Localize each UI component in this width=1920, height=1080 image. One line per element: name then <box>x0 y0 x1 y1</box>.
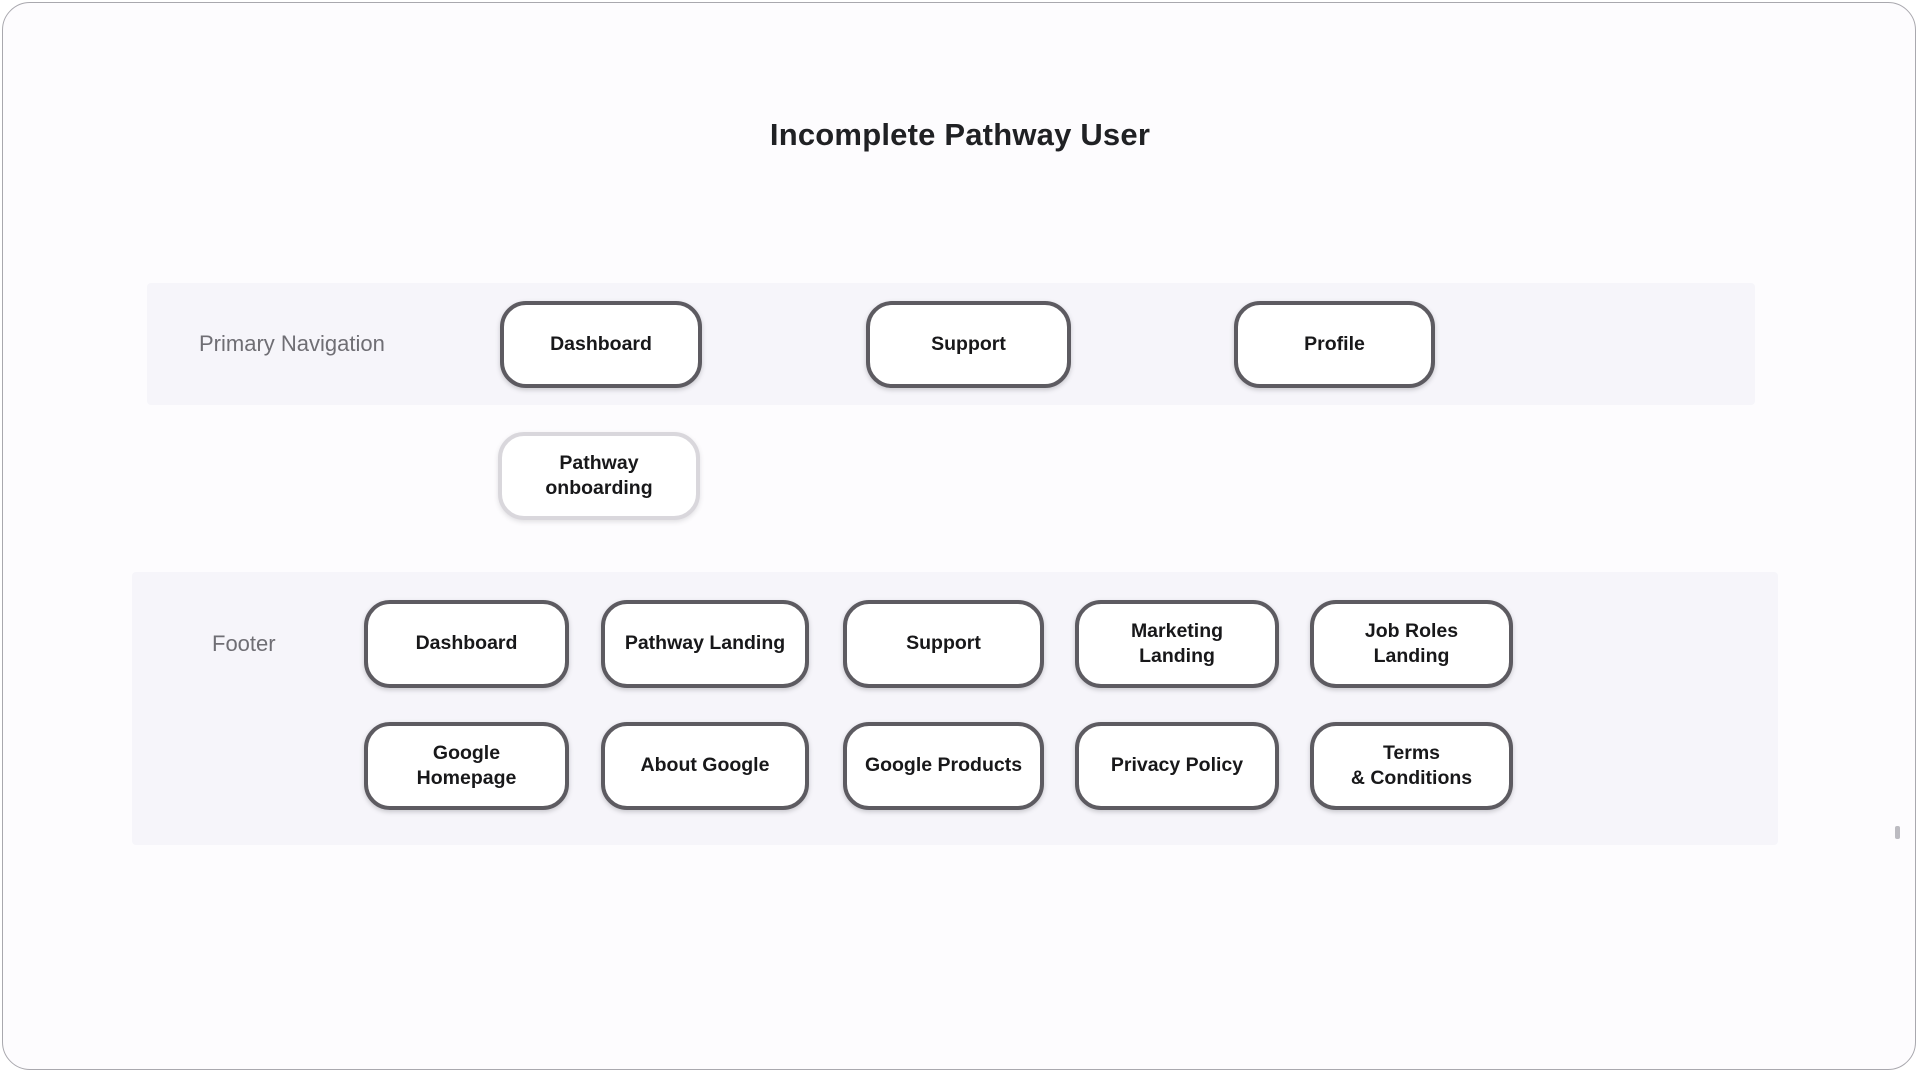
node-footer-support[interactable]: Support <box>843 600 1044 688</box>
footer-label: Footer <box>212 631 276 656</box>
primary-nav-label: Primary Navigation <box>199 331 385 356</box>
node-footer-pathway-landing[interactable]: Pathway Landing <box>601 600 809 688</box>
node-footer-about-google[interactable]: About Google <box>601 722 809 810</box>
node-footer-dashboard[interactable]: Dashboard <box>364 600 569 688</box>
node-footer-marketing-landing[interactable]: Marketing Landing <box>1075 600 1279 688</box>
node-support[interactable]: Support <box>866 301 1071 388</box>
node-footer-terms-conditions[interactable]: Terms & Conditions <box>1310 722 1513 810</box>
node-footer-job-roles-landing[interactable]: Job Roles Landing <box>1310 600 1513 688</box>
node-footer-privacy-policy[interactable]: Privacy Policy <box>1075 722 1279 810</box>
scrollbar-artifact <box>1895 826 1900 839</box>
node-footer-google-products[interactable]: Google Products <box>843 722 1044 810</box>
page-title: Incomplete Pathway User <box>769 117 1151 152</box>
node-profile[interactable]: Profile <box>1234 301 1435 388</box>
node-dashboard[interactable]: Dashboard <box>500 301 702 388</box>
node-pathway-onboarding[interactable]: Pathway onboarding <box>498 432 700 520</box>
node-footer-google-homepage[interactable]: Google Homepage <box>364 722 569 810</box>
